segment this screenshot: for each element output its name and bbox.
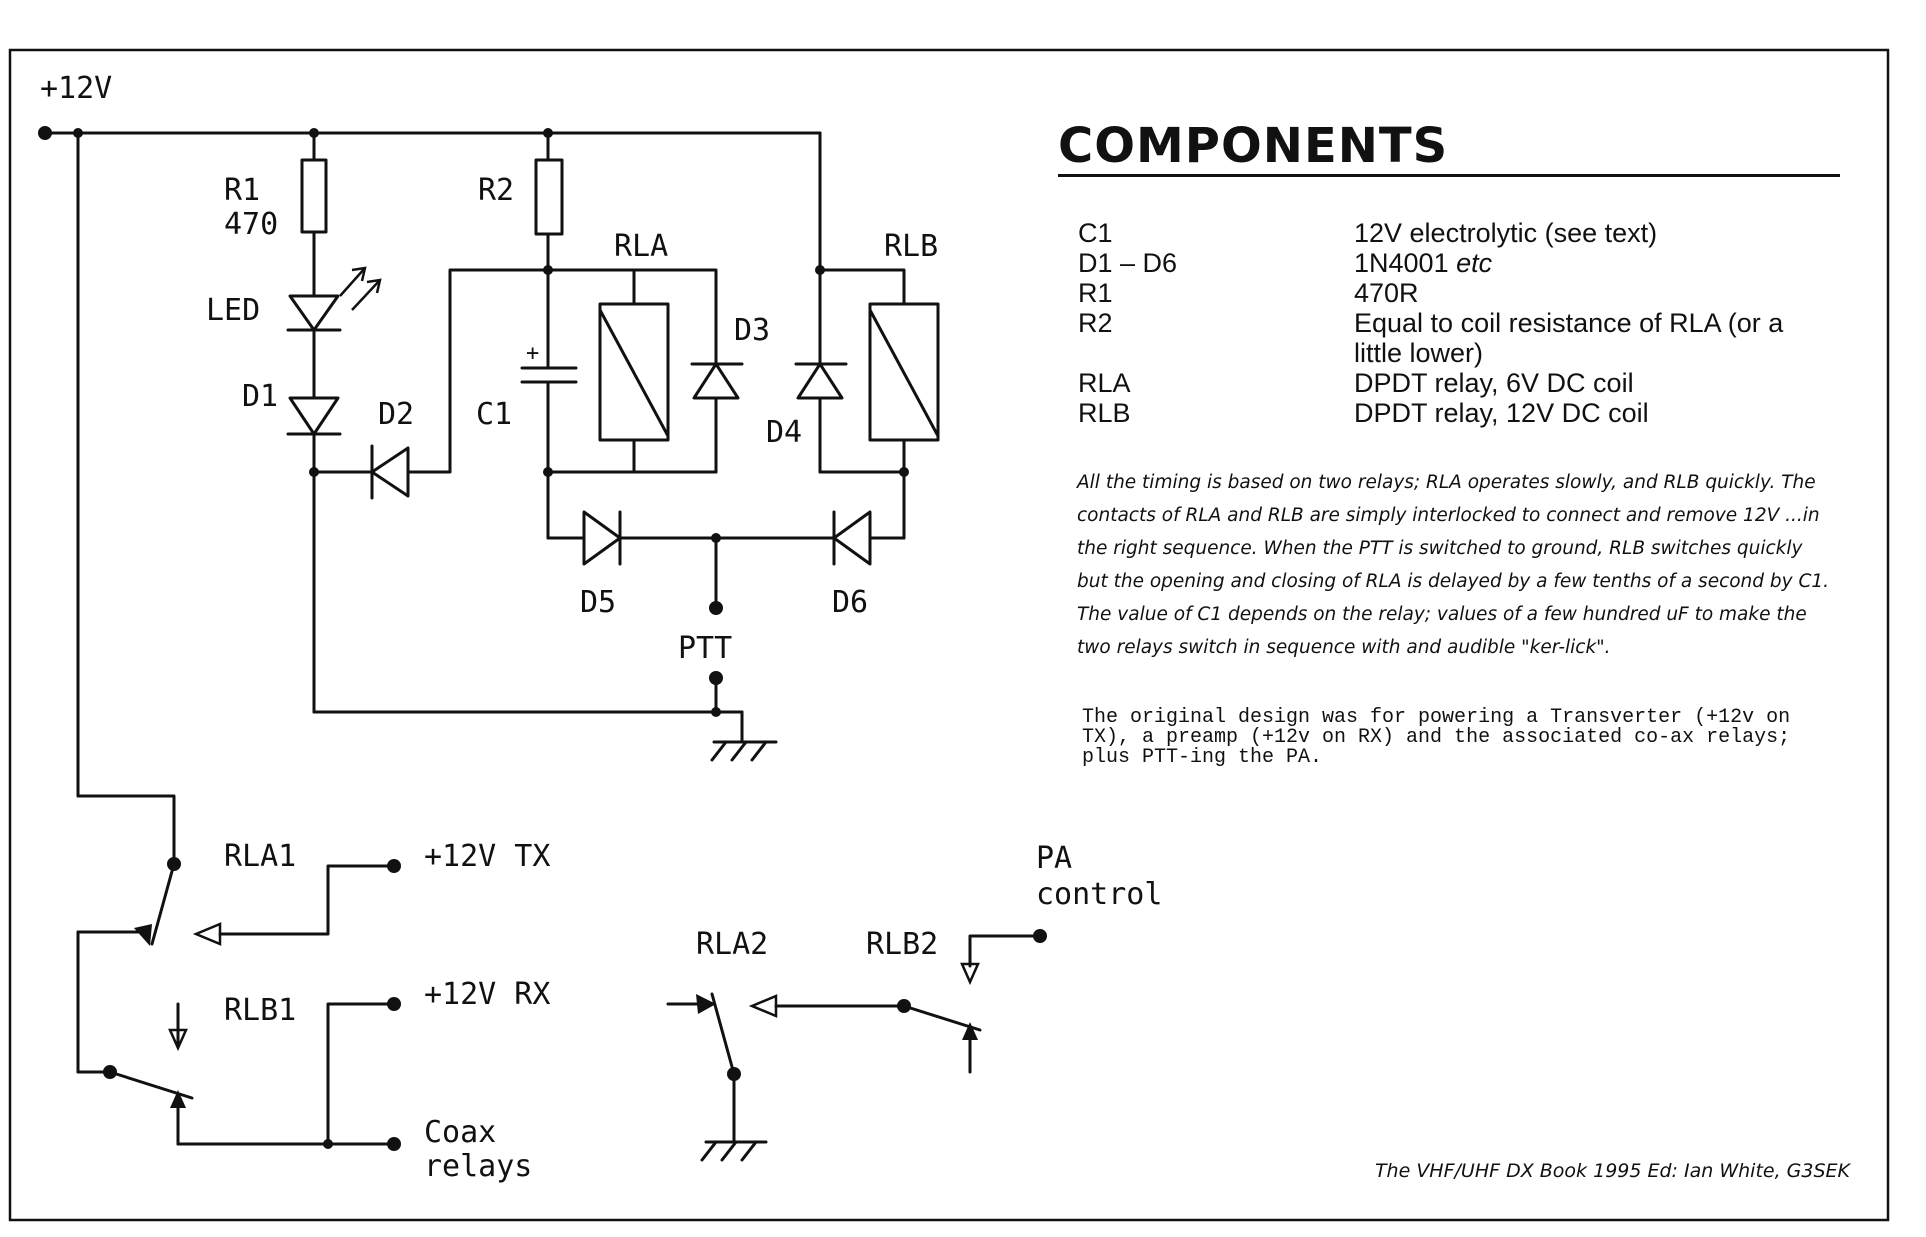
coax-line2: relays <box>424 1149 532 1184</box>
component-ref: R2 <box>1078 308 1113 338</box>
d5-label: D5 <box>580 585 616 620</box>
led-diode <box>286 266 382 332</box>
rlb-coil <box>868 302 940 442</box>
ptt-terminal-upper <box>709 601 723 615</box>
tx-terminal <box>387 859 401 873</box>
rla-label: RLA <box>614 229 668 264</box>
design-note: The original design was for powering a T… <box>1082 706 1791 769</box>
components-title: COMPONENTS <box>1058 118 1449 174</box>
components-row-rla: RLA DPDT relay, 6V DC coil <box>1078 368 1838 398</box>
component-ref: D1 – D6 <box>1078 248 1178 278</box>
ptt-label: PTT <box>678 631 732 666</box>
c1-label: C1 <box>476 397 512 432</box>
pa-line1: PA <box>1036 841 1072 876</box>
d4-label: D4 <box>766 415 802 450</box>
description-text: All the timing is based on two relays; R… <box>1077 472 1830 658</box>
rla2-contact <box>748 994 778 1018</box>
rlb1-switch <box>108 1002 194 1146</box>
components-row-c1: C1 12V electrolytic (see text) <box>1078 218 1838 248</box>
components-row-r2: R2 Equal to coil resistance of RLA (or a… <box>1078 308 1838 368</box>
source-credit: The VHF/UHF DX Book 1995 Ed: Ian White, … <box>1374 1160 1850 1182</box>
d5-diode <box>582 510 622 566</box>
pa-terminal <box>1033 929 1047 943</box>
rla1-tx-contact <box>192 922 222 946</box>
component-ref: RLB <box>1078 398 1131 428</box>
d1-diode <box>286 396 342 436</box>
components-row-rlb: RLB DPDT relay, 12V DC coil <box>1078 398 1838 428</box>
component-ref: RLA <box>1078 368 1131 398</box>
rx-terminal <box>387 997 401 1011</box>
rlb2-switch <box>902 934 1042 1074</box>
d3-label: D3 <box>734 313 770 348</box>
d2-diode <box>370 444 410 500</box>
r1-ref: R1 <box>224 173 260 208</box>
c1-polarity: + <box>526 341 539 366</box>
d4-diode <box>794 362 848 400</box>
coax-line1: Coax <box>424 1115 496 1150</box>
rlb1-label: RLB1 <box>224 993 296 1028</box>
component-ref: C1 <box>1078 218 1113 248</box>
component-value-etc: etc <box>1456 248 1493 278</box>
component-value: Equal to coil resistance of RLA (or a li… <box>1354 308 1784 368</box>
components-row-diodes: D1 – D6 1N4001 etc <box>1078 248 1838 278</box>
component-value: DPDT relay, 12V DC coil <box>1354 398 1649 428</box>
d3-diode <box>690 362 744 400</box>
d2-label: D2 <box>378 397 414 432</box>
rla-coil <box>598 302 670 442</box>
tx-label: +12V TX <box>424 839 550 874</box>
components-row-r1: R1 470R <box>1078 278 1838 308</box>
pa-line2: control <box>1036 877 1162 912</box>
d1-label: D1 <box>242 379 278 414</box>
component-value: 470R <box>1354 278 1419 308</box>
rla2-switch <box>666 992 741 1144</box>
ground-symbol-rla2 <box>700 1140 768 1162</box>
ground-symbol-ptt <box>710 740 778 762</box>
components-divider <box>1058 174 1840 177</box>
coax-terminal <box>387 1137 401 1151</box>
component-value: 12V electrolytic (see text) <box>1354 218 1658 248</box>
r1-resistor <box>300 158 328 234</box>
rlb2-label: RLB2 <box>866 927 938 962</box>
component-ref: R1 <box>1078 278 1113 308</box>
led-label: LED <box>206 293 260 328</box>
d6-diode <box>832 510 872 566</box>
r2-resistor <box>534 158 564 236</box>
component-value: 1N4001 etc <box>1354 248 1838 278</box>
r1-value: 470 <box>224 207 278 242</box>
r2-ref: R2 <box>478 173 514 208</box>
rla2-label: RLA2 <box>696 927 768 962</box>
components-table: C1 12V electrolytic (see text) D1 – D6 1… <box>1078 218 1838 428</box>
c1-capacitor <box>520 366 578 384</box>
rla1-label: RLA1 <box>224 839 296 874</box>
rx-label: +12V RX <box>424 977 550 1012</box>
component-value: DPDT relay, 6V DC coil <box>1354 368 1634 398</box>
rlb-label: RLB <box>884 229 938 264</box>
page-border <box>8 48 1890 1222</box>
d6-label: D6 <box>832 585 868 620</box>
component-value-main: 1N4001 <box>1354 248 1449 278</box>
rla1-switch <box>76 862 176 946</box>
supply-label: +12V <box>40 71 112 106</box>
